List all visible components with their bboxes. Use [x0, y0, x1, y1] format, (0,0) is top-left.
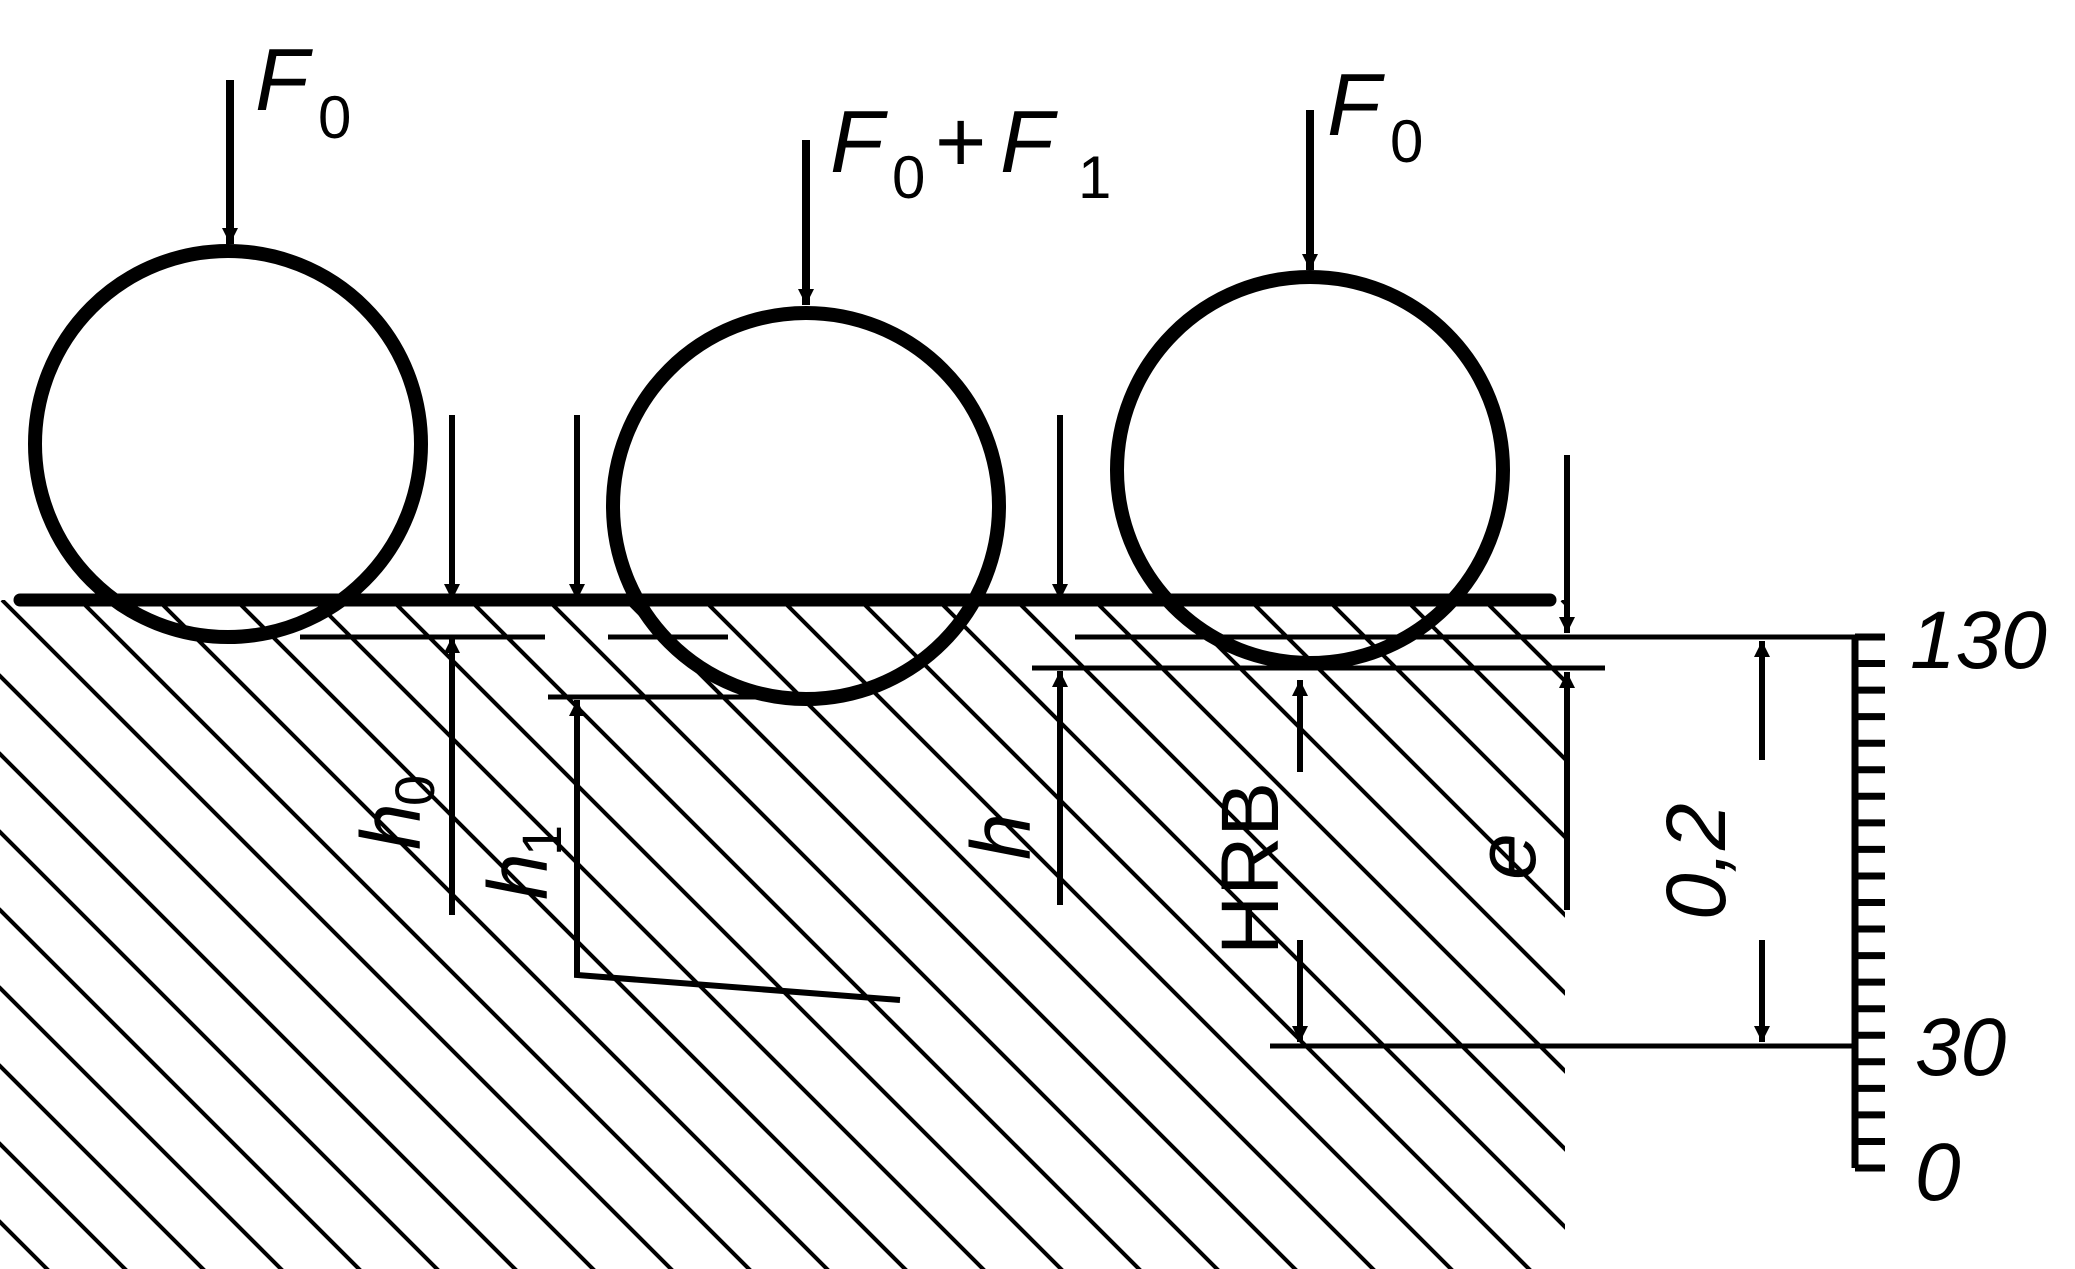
hatch-line — [624, 600, 1298, 1269]
label-force-right: F 0 — [1327, 55, 1423, 175]
label-h: h — [954, 813, 1048, 860]
hatch-line — [0, 1219, 50, 1269]
hatch-line — [0, 985, 284, 1269]
h1-dimension — [569, 415, 901, 1003]
force-left-subscript: 0 — [318, 84, 351, 151]
hatch-line — [546, 600, 1220, 1269]
force-middle-symbol1: F — [830, 92, 888, 191]
hatch-line — [1404, 600, 1565, 762]
indenter-ball-left — [28, 244, 428, 644]
hatch-line — [468, 600, 1142, 1269]
scale-label-30: 30 — [1915, 1002, 2006, 1093]
indenter-ball-right — [1110, 270, 1510, 670]
hatch-line — [1248, 600, 1565, 918]
e-symbol: e — [1459, 833, 1553, 880]
h-symbol: h — [954, 813, 1048, 860]
hatch-line — [780, 600, 1454, 1269]
specimen-hatching — [0, 600, 1565, 1269]
hatch-line — [702, 600, 1376, 1269]
scale-label-0: 0 — [1915, 1127, 1961, 1218]
hatch-line — [1014, 600, 1565, 1152]
h1-symbol: h — [471, 853, 565, 900]
label-force-middle: F 0 + F 1 — [830, 92, 1111, 211]
hatch-line — [0, 751, 518, 1269]
hatch-line — [0, 1063, 206, 1269]
force-middle-plus: + — [935, 92, 986, 191]
hatch-line — [234, 600, 908, 1269]
hrb-scale-ruler — [1851, 633, 1885, 1172]
hatch-line — [936, 600, 1565, 1230]
hatch-line — [156, 600, 830, 1269]
force-middle-symbol2: F — [1000, 92, 1058, 191]
hatch-line — [1482, 600, 1565, 684]
hatch-line — [0, 600, 674, 1269]
label-h1: h 1 — [471, 825, 573, 900]
force-middle-subscript2: 1 — [1078, 144, 1111, 211]
hatch-line — [1092, 600, 1565, 1074]
hatch-line — [390, 600, 1064, 1269]
hatch-line — [0, 1141, 128, 1269]
label-h0: h 0 — [344, 775, 446, 850]
depth-reference-lines — [300, 634, 1855, 1049]
label-force-left: F 0 — [255, 30, 351, 151]
h0-subscript: 0 — [383, 775, 446, 806]
hatch-line — [1170, 600, 1565, 996]
label-hrb: HRB — [1205, 782, 1296, 955]
hatch-line — [78, 600, 752, 1269]
hrb-text: HRB — [1205, 782, 1296, 955]
h1-subscript: 1 — [510, 825, 573, 856]
indenter-ball-middle — [606, 306, 1006, 706]
force-right-symbol: F — [1327, 55, 1385, 154]
h0-symbol: h — [344, 803, 438, 850]
force-right-subscript: 0 — [1390, 108, 1423, 175]
hatch-line — [312, 600, 986, 1269]
label-e: e — [1459, 833, 1553, 880]
hatch-line — [1560, 600, 1565, 606]
hatch-line — [858, 600, 1532, 1269]
force-left-symbol: F — [255, 30, 313, 129]
label-travel: 0,2 — [1649, 803, 1743, 920]
hatch-line — [1326, 600, 1565, 840]
hatch-line — [0, 829, 440, 1269]
hatch-line — [0, 673, 596, 1269]
travel-text: 0,2 — [1649, 803, 1743, 920]
scale-label-130: 130 — [1910, 595, 2047, 686]
force-middle-subscript1: 0 — [892, 144, 925, 211]
hatch-line — [0, 907, 362, 1269]
